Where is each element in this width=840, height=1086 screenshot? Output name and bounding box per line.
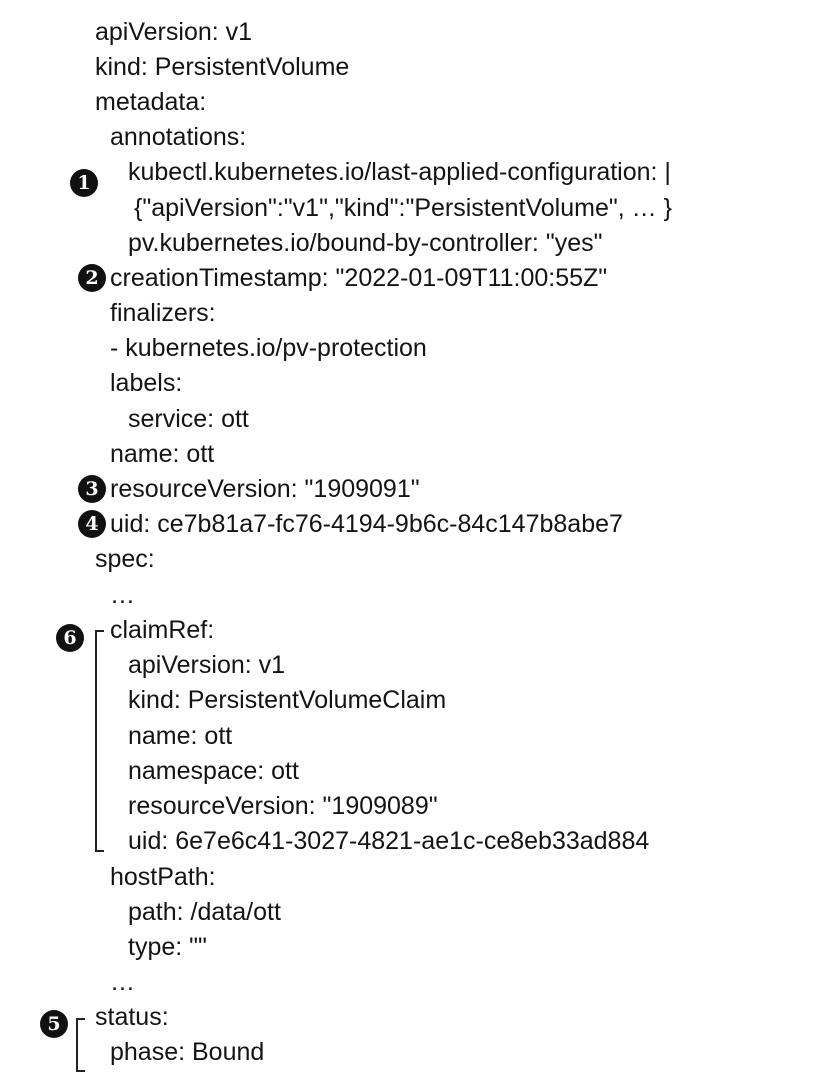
yaml-line: uid: 6e7e6c41-3027-4821-ae1c-ce8eb33ad88… [128, 827, 650, 855]
yaml-line: name: ott [110, 440, 215, 468]
yaml-line: finalizers: [110, 299, 216, 327]
yaml-line: apiVersion: v1 [128, 651, 286, 679]
yaml-line: … [110, 581, 135, 609]
yaml-line: status: [95, 1003, 169, 1031]
yaml-line: service: ott [128, 405, 249, 433]
yaml-line: labels: [110, 369, 183, 397]
yaml-line: path: /data/ott [128, 898, 281, 926]
yaml-line: metadata: [95, 88, 207, 116]
callout-marker-6: 6 [56, 624, 84, 652]
yaml-line: … [110, 968, 135, 996]
yaml-line: {"apiVersion":"v1","kind":"PersistentVol… [134, 194, 672, 222]
yaml-line: kubectl.kubernetes.io/last-applied-confi… [128, 158, 671, 186]
yaml-line: spec: [95, 545, 155, 573]
yaml-line: uid: ce7b81a7-fc76-4194-9b6c-84c147b8abe… [110, 510, 623, 538]
yaml-line: claimRef: [110, 616, 215, 644]
yaml-line: kind: PersistentVolume [95, 53, 350, 81]
yaml-line: resourceVersion: "1909089" [128, 792, 438, 820]
callout-marker-5: 5 [40, 1010, 68, 1038]
yaml-line: - kubernetes.io/pv-protection [110, 334, 427, 362]
yaml-line: name: ott [128, 722, 233, 750]
yaml-line: phase: Bound [110, 1038, 265, 1066]
yaml-line: hostPath: [110, 863, 216, 891]
yaml-line: annotations: [110, 123, 247, 151]
yaml-line: namespace: ott [128, 757, 299, 785]
callout-marker-4: 4 [78, 510, 106, 538]
callout-marker-2: 2 [78, 264, 106, 292]
yaml-line: type: "" [128, 933, 207, 961]
status-bracket [76, 1018, 85, 1072]
yaml-line: pv.kubernetes.io/bound-by-controller: "y… [128, 229, 603, 257]
yaml-line: resourceVersion: "1909091" [110, 475, 420, 503]
yaml-line: apiVersion: v1 [95, 18, 253, 46]
callout-marker-1: 1 [70, 169, 98, 197]
claimref-bracket [95, 630, 104, 852]
yaml-line: kind: PersistentVolumeClaim [128, 686, 447, 714]
yaml-line: creationTimestamp: "2022-01-09T11:00:55Z… [110, 264, 608, 292]
callout-marker-3: 3 [78, 475, 106, 503]
